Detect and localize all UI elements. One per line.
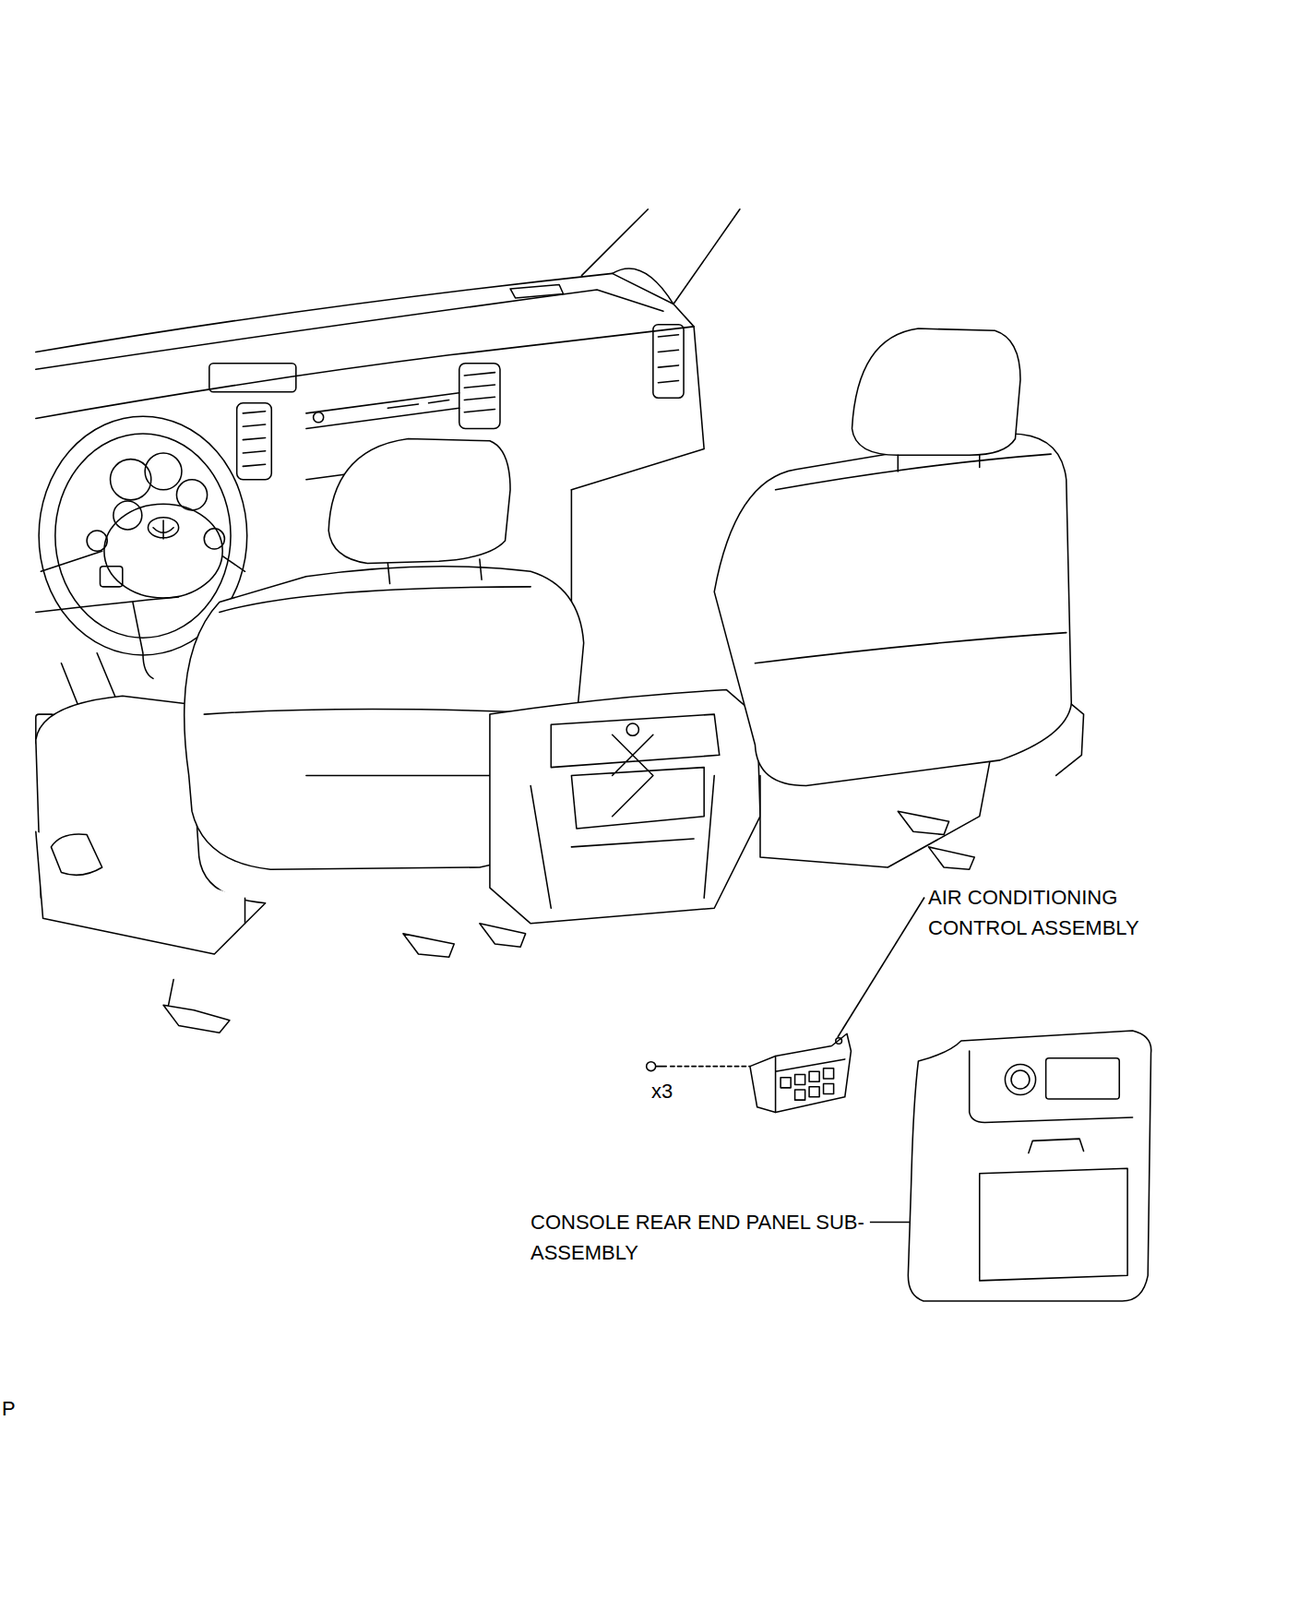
leader-line <box>837 897 925 1038</box>
part-label: AIR CONDITIONING CONTROL ASSEMBLY <box>928 881 1196 943</box>
quantity-label: x3 <box>651 1075 707 1107</box>
part-label: CONSOLE REAR END PANEL SUB-ASSEMBLY <box>530 1206 900 1268</box>
figure-code: P <box>1 1393 39 1424</box>
